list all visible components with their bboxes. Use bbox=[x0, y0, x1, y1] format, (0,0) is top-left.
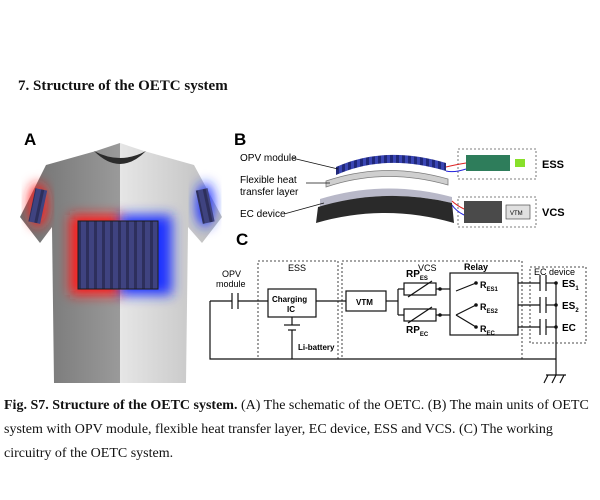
vcs-label-b: VCS bbox=[542, 207, 565, 219]
svg-text:RES2: RES2 bbox=[480, 302, 499, 315]
svg-text:RPEC: RPEC bbox=[406, 325, 429, 338]
ec-output-label: EC bbox=[562, 323, 576, 334]
layer-stack bbox=[316, 154, 454, 223]
rp-ec-label: RP bbox=[406, 325, 420, 336]
caption-lead: Fig. S7. Structure of the OETC system. bbox=[4, 398, 238, 413]
caption-c-text: The working circuitry of the OETC system… bbox=[4, 422, 553, 461]
es1-label: ES bbox=[562, 279, 576, 290]
tshirt-illustration bbox=[20, 143, 222, 383]
r-es1-label: R bbox=[480, 280, 487, 290]
heat-layer-label-line2: transfer layer bbox=[240, 187, 299, 198]
svg-text:RES1: RES1 bbox=[480, 280, 499, 293]
r-ec-subscript: EC bbox=[487, 331, 496, 337]
panel-a-label: A bbox=[24, 130, 36, 149]
rp-es-label: RP bbox=[406, 269, 420, 280]
svg-text:ES2: ES2 bbox=[562, 301, 579, 314]
r-es1-subscript: ES1 bbox=[487, 287, 499, 293]
caption-b-mark: (B) bbox=[427, 398, 447, 413]
svg-text:REC: REC bbox=[480, 324, 496, 337]
opv-label-c-line2: module bbox=[216, 279, 246, 289]
rp-es-subscript: ES bbox=[420, 276, 428, 282]
vtm-label-c: VTM bbox=[356, 298, 373, 307]
r-es2-label: R bbox=[480, 302, 487, 312]
r-ec-label: R bbox=[480, 324, 487, 334]
opv-label-c-line1: OPV bbox=[222, 269, 241, 279]
caption-b-text: The main units of OETC system with OPV m… bbox=[4, 398, 589, 437]
es2-subscript: 2 bbox=[575, 308, 579, 314]
opv-module-label: OPV module bbox=[240, 153, 297, 164]
heat-layer-label-line1: Flexible heat bbox=[240, 175, 297, 186]
vtm-chip bbox=[505, 204, 531, 220]
charging-ic-label-line1: Charging bbox=[272, 295, 307, 304]
li-battery-label: Li-battery bbox=[298, 343, 335, 352]
panel-b-label: B bbox=[234, 130, 246, 149]
caption-c-mark: (C) bbox=[459, 422, 478, 437]
svg-text:ES1: ES1 bbox=[562, 279, 579, 292]
svg-text:RPES: RPES bbox=[406, 269, 428, 282]
ess-label-c: ESS bbox=[288, 263, 306, 273]
relay-label: Relay bbox=[464, 262, 488, 272]
rp-ec-subscript: EC bbox=[420, 332, 429, 338]
es1-subscript: 1 bbox=[575, 286, 579, 292]
vcs-board-frame bbox=[457, 196, 537, 228]
caption-a-mark: (A) bbox=[240, 398, 261, 413]
section-heading: 7. Structure of the OETC system bbox=[18, 78, 228, 94]
ess-label-b: ESS bbox=[542, 159, 564, 171]
panel-c-label: C bbox=[236, 230, 248, 249]
es2-label: ES bbox=[562, 301, 576, 312]
caption-a-text: The schematic of the OETC. bbox=[260, 398, 428, 413]
vtm-label-b: VTM bbox=[510, 211, 523, 217]
charging-ic-label-line2: IC bbox=[287, 305, 295, 314]
circuit-diagram bbox=[209, 260, 587, 384]
figure-caption: Fig. S7. Structure of the OETC system. (… bbox=[4, 394, 594, 466]
ec-device-label-b: EC device bbox=[240, 209, 286, 220]
figure-s7: A B OPV module Flexible heat transfer la… bbox=[20, 130, 587, 384]
r-es2-subscript: ES2 bbox=[487, 309, 499, 315]
ec-device-label-c: EC device bbox=[534, 267, 575, 277]
vcs-label-c: VCS bbox=[418, 263, 437, 273]
